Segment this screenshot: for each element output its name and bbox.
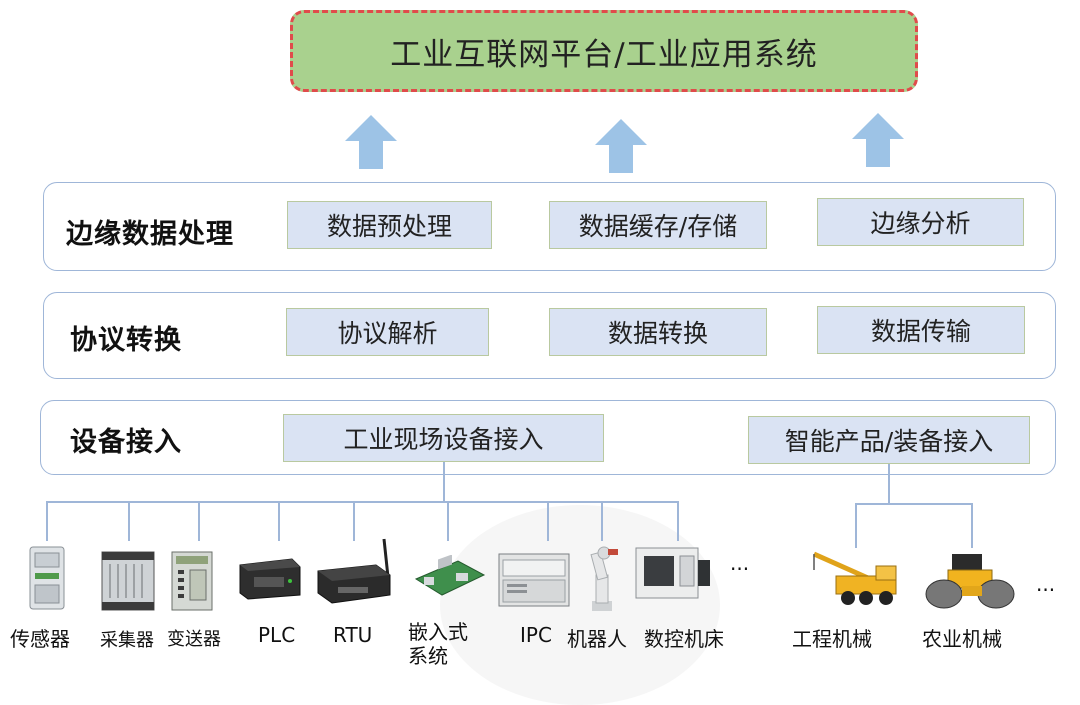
ipc-icon <box>498 553 570 607</box>
connector-line <box>46 501 679 503</box>
connector-line <box>677 501 679 541</box>
platform-title: 工业互联网平台/工业应用系统 <box>390 36 818 73</box>
sub-box: 智能产品/装备接入 <box>748 416 1030 464</box>
device-label: 传感器 <box>10 627 70 651</box>
robot-arm-icon <box>590 546 618 611</box>
platform-box: 工业互联网平台/工业应用系统 <box>290 10 918 92</box>
layer-title: 协议转换 <box>70 325 182 356</box>
up-arrow-icon <box>345 115 397 169</box>
ellipsis: ··· <box>1036 578 1056 602</box>
device-label: 数控机床 <box>644 627 724 651</box>
connector-line <box>971 503 973 548</box>
road-roller-icon <box>925 554 1015 609</box>
connector-line <box>447 501 449 541</box>
device-label: RTU <box>333 623 373 647</box>
device-label: 机器人 <box>567 627 627 651</box>
transmitter-icon <box>171 551 213 611</box>
layer-title: 设备接入 <box>70 427 182 458</box>
sub-box: 工业现场设备接入 <box>283 414 604 462</box>
sub-box: 数据传输 <box>817 306 1025 354</box>
device-label: IPC <box>520 623 552 647</box>
connector-line <box>443 462 445 502</box>
up-arrow-icon <box>595 119 647 173</box>
connector-line <box>547 501 549 541</box>
device-label: 工程机械 <box>792 627 872 651</box>
cnc-machine-icon <box>635 547 710 599</box>
collector-icon <box>101 551 155 611</box>
connector-line <box>888 464 890 504</box>
connector-line <box>601 501 603 541</box>
device-label: 嵌入式 <box>408 620 468 644</box>
ellipsis: ··· <box>730 557 750 581</box>
sub-box: 边缘分析 <box>817 198 1024 246</box>
crane-truck-icon <box>812 551 897 605</box>
connector-line <box>855 503 857 548</box>
layer-title: 边缘数据处理 <box>66 219 234 250</box>
sub-box: 协议解析 <box>286 308 489 356</box>
connector-line <box>128 501 130 541</box>
sensor-icon <box>29 546 65 610</box>
device-label: PLC <box>258 623 296 647</box>
device-label: 农业机械 <box>922 627 1002 651</box>
rtu-icon <box>317 538 391 604</box>
sub-box: 数据缓存/存储 <box>549 201 767 249</box>
device-label: 系统 <box>408 644 448 668</box>
connector-line <box>198 501 200 541</box>
device-label: 采集器 <box>100 630 154 651</box>
connector-line <box>855 503 973 505</box>
sub-box: 数据转换 <box>549 308 767 356</box>
connector-line <box>353 501 355 541</box>
connector-line <box>278 501 280 541</box>
up-arrow-icon <box>852 113 904 167</box>
connector-line <box>46 501 48 541</box>
plc-icon <box>239 558 301 600</box>
sub-box: 数据预处理 <box>287 201 492 249</box>
embedded-board-icon <box>414 555 486 596</box>
device-label: 变送器 <box>167 629 221 650</box>
